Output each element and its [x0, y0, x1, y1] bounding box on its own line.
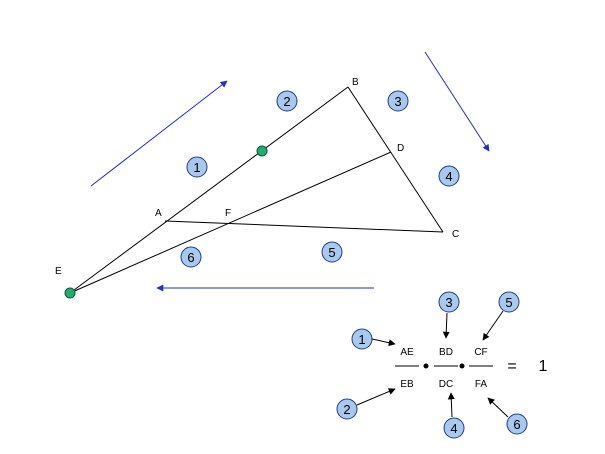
formula-badge-5: 5	[498, 291, 520, 313]
svg-text:4: 4	[445, 169, 452, 184]
formula-badge-4: 4	[443, 417, 465, 439]
formula-badge-1: 1	[351, 328, 373, 350]
svg-text:5: 5	[328, 245, 335, 260]
point-label-e: E	[55, 266, 62, 277]
segment-e-d	[69, 151, 392, 294]
formula-badge-2: 2	[336, 398, 358, 420]
region-badge-3: 3	[387, 90, 409, 112]
point-marker-e	[64, 287, 76, 299]
region-badge-4: 4	[438, 165, 460, 187]
svg-text:2: 2	[283, 94, 290, 109]
fraction-denominator-fa: FA	[475, 379, 488, 390]
segment-b-c	[347, 86, 444, 233]
svg-text:3: 3	[445, 295, 452, 310]
svg-text:3: 3	[394, 94, 401, 109]
formula-badge-6: 6	[506, 413, 528, 435]
point-label-d: D	[397, 143, 404, 154]
svg-text:4: 4	[450, 421, 457, 436]
fraction-denominator-dc: DC	[439, 379, 453, 390]
point-label-c: C	[452, 229, 459, 240]
pointer-arrow-3	[442, 312, 450, 339]
region-badge-6: 6	[180, 246, 202, 268]
pointer-arrow-4	[447, 392, 455, 418]
svg-text:1: 1	[358, 332, 365, 347]
multiply-dot-1	[423, 363, 429, 369]
fraction-numerator-bd: BD	[439, 347, 453, 358]
pointer-arrow-5	[482, 310, 504, 341]
formula-result: 1	[539, 358, 548, 375]
fraction-numerator-ae: AE	[400, 347, 414, 358]
direction-arrow-top-right	[424, 51, 490, 152]
point-marker-midpoint	[256, 145, 268, 157]
svg-text:2: 2	[343, 402, 350, 417]
fraction-numerator-cf: CF	[474, 347, 487, 358]
pointer-arrow-2	[356, 388, 396, 406]
segment-e-b	[69, 86, 349, 294]
segment-a-c	[164, 220, 444, 233]
region-badge-2: 2	[276, 90, 298, 112]
point-label-f: F	[225, 208, 231, 219]
svg-text:5: 5	[505, 295, 512, 310]
svg-text:6: 6	[513, 417, 520, 432]
pointer-arrow-6	[487, 397, 509, 418]
region-badge-5: 5	[321, 241, 343, 263]
equals-sign: =	[507, 358, 516, 375]
multiply-dot-2	[459, 363, 465, 369]
pointer-arrow-1	[371, 338, 396, 347]
point-label-a: A	[155, 208, 162, 219]
svg-text:6: 6	[187, 250, 194, 265]
point-label-b: B	[352, 77, 359, 88]
region-badge-1: 1	[186, 156, 208, 178]
svg-text:1: 1	[193, 160, 200, 175]
fraction-denominator-eb: EB	[400, 379, 414, 390]
direction-arrow-top-left	[90, 80, 228, 187]
formula-badge-3: 3	[438, 291, 460, 313]
